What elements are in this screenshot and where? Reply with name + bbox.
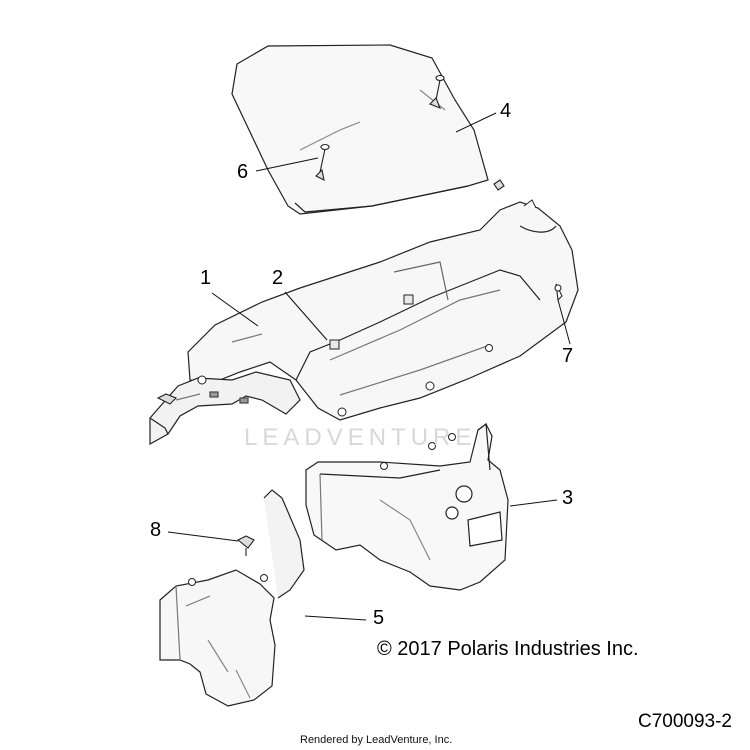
part-5-clips [188, 574, 268, 586]
part-3-clips [380, 433, 456, 470]
fastener-1-screw [156, 179, 505, 405]
callout-8: 8 [150, 519, 162, 541]
leader-2 [284, 291, 328, 341]
callout-4: 4 [500, 100, 512, 122]
callout-2: 2 [272, 267, 284, 289]
callout-7: 7 [562, 345, 574, 367]
diagram-part-number: C700093-2 [637, 711, 732, 732]
fastener-6-bolt [315, 143, 330, 181]
copyright-notice: © 2017 Polaris Industries Inc. [377, 638, 639, 660]
part-4-top-panel [231, 44, 489, 215]
callout-1: 1 [200, 267, 212, 289]
leader-1 [211, 292, 259, 327]
leader-4 [455, 112, 497, 133]
watermark-text: LEADVENTURE [244, 424, 477, 451]
part-5-lower-panel [159, 489, 305, 707]
fastener-7-clip [554, 283, 563, 302]
fastener-4-bolt [429, 74, 445, 109]
part-3-lower-panel [305, 422, 509, 591]
callout-5: 5 [373, 607, 385, 629]
leader-lines [167, 112, 571, 621]
leader-6 [255, 157, 319, 172]
leader-5 [304, 615, 367, 621]
callout-3: 3 [562, 487, 574, 509]
leader-7 [557, 299, 571, 345]
rendered-by-credit: Rendered by LeadVenture, Inc. [300, 734, 453, 746]
leader-3 [509, 499, 558, 507]
fastener-8-pushpin [236, 535, 255, 556]
part-1-main-panel [187, 201, 579, 421]
part-1-clips [197, 199, 537, 417]
callout-6: 6 [237, 161, 249, 183]
leader-8 [167, 531, 239, 542]
part-1-front-bracket [149, 371, 301, 446]
